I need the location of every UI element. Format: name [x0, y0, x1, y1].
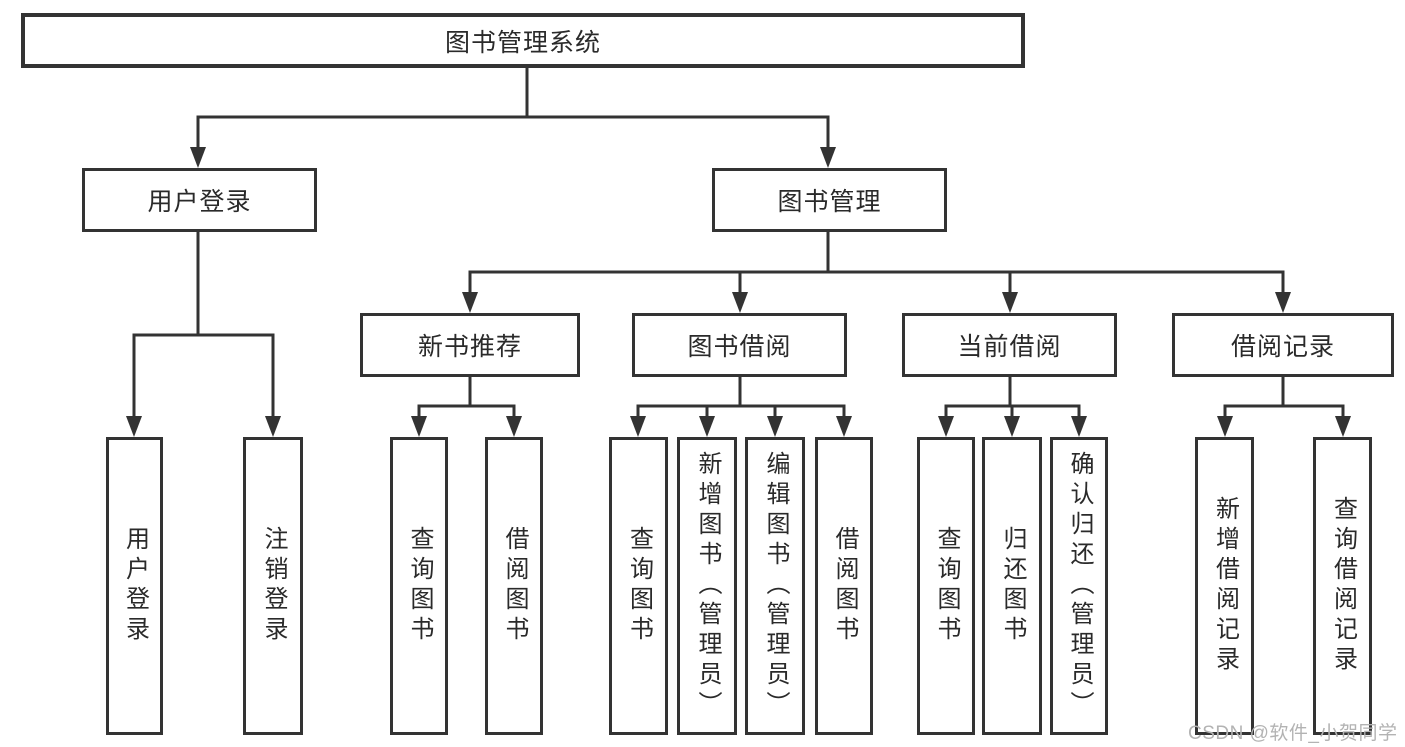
leaf-add-book-admin: 新增图书（管理员） [677, 437, 737, 735]
connector-new-book-recommendation [417, 375, 516, 423]
node-label: 借阅记录 [1230, 333, 1335, 361]
node-label: 图书管理 [777, 188, 882, 216]
node-label: 确认归还（管理员） [1066, 451, 1093, 721]
leaf-query-borrow-record: 查询借阅记录 [1313, 437, 1372, 735]
leaf-return-books: 归还图书 [982, 437, 1042, 735]
node-label: 编辑图书（管理员） [762, 451, 789, 721]
leaf-user-login: 用户登录 [106, 437, 163, 735]
connector-user-login [132, 230, 275, 423]
node-label: 新增图书（管理员） [694, 451, 721, 721]
connector-book-borrowing [636, 375, 846, 423]
node-book-management: 图书管理 [712, 168, 947, 232]
arrowheads [126, 147, 1351, 437]
node-label: 图书管理系统 [444, 28, 601, 57]
node-label: 查询图书 [933, 526, 960, 646]
node-label: 注销登录 [260, 526, 287, 646]
connector-current-borrowing [944, 375, 1081, 423]
node-label: 当前借阅 [957, 333, 1062, 361]
node-label: 归还图书 [999, 526, 1026, 646]
node-user-login: 用户登录 [82, 168, 317, 232]
leaf-query-books: 查询图书 [390, 437, 448, 735]
leaf-logout: 注销登录 [243, 437, 303, 735]
leaf-confirm-return-admin: 确认归还（管理员） [1050, 437, 1108, 735]
node-label: 用户登录 [121, 526, 149, 646]
watermark: CSDN @软件_小贺同学 [1188, 723, 1398, 744]
node-label: 新增借阅记录 [1211, 496, 1239, 676]
leaf-edit-book-admin: 编辑图书（管理员） [745, 437, 805, 735]
leaf-borrow-books: 借阅图书 [485, 437, 543, 735]
node-borrowing-records: 借阅记录 [1172, 313, 1394, 377]
connector-borrowing-records [1223, 375, 1345, 423]
node-current-borrowing: 当前借阅 [902, 313, 1117, 377]
node-new-book-recommendation: 新书推荐 [360, 313, 580, 377]
connector-root [196, 66, 830, 154]
node-book-borrowing: 图书借阅 [632, 313, 847, 377]
node-label: 查询图书 [625, 526, 653, 646]
leaf-add-borrow-record: 新增借阅记录 [1195, 437, 1254, 735]
node-label: 查询图书 [406, 526, 433, 646]
leaf-borrow-books: 借阅图书 [815, 437, 873, 735]
node-label: 借阅图书 [501, 526, 528, 646]
leaf-query-books: 查询图书 [917, 437, 975, 735]
node-label: 新书推荐 [417, 333, 522, 361]
node-label: 图书借阅 [687, 333, 792, 361]
node-label: 用户登录 [147, 188, 252, 216]
leaf-query-books: 查询图书 [609, 437, 668, 735]
node-label: 借阅图书 [831, 526, 858, 646]
node-label: 查询借阅记录 [1329, 496, 1357, 676]
connector-book-management [468, 230, 1285, 299]
node-library-management-system: 图书管理系统 [21, 13, 1025, 68]
